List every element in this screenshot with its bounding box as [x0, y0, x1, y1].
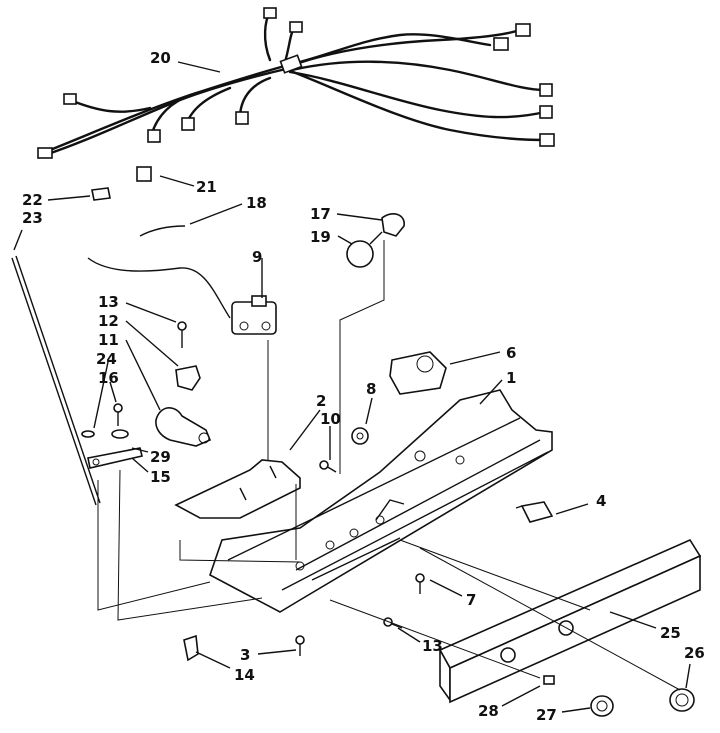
assembly-lines	[97, 240, 681, 691]
callout-6: 6	[506, 344, 516, 362]
callout-18: 18	[246, 194, 267, 212]
part-21-clip	[136, 166, 152, 182]
callout-29: 29	[150, 448, 171, 466]
callout-13-bottom: 13	[422, 637, 443, 655]
callout-11: 11	[98, 331, 119, 349]
part-25-console-panel	[438, 538, 702, 704]
callout-25: 25	[660, 624, 681, 642]
leader-lines	[13, 61, 691, 713]
part-27-knob	[590, 695, 614, 717]
callout-20: 20	[150, 49, 171, 67]
part-9-thermostat	[87, 257, 277, 335]
part-6-timer	[389, 351, 447, 395]
callout-12: 12	[98, 312, 119, 330]
callout-23: 23	[22, 209, 43, 227]
callout-15: 15	[150, 468, 171, 486]
wiring-harness	[37, 7, 555, 159]
callout-13-top: 13	[98, 293, 119, 311]
callout-labels: 20 21 22 23 18 17 19 9 13 12 11 24 16 29…	[22, 49, 705, 724]
callout-14: 14	[234, 666, 255, 684]
part-8-grommet	[351, 427, 369, 445]
callout-2: 2	[316, 392, 326, 410]
callout-27: 27	[536, 706, 557, 724]
callout-21: 21	[196, 178, 217, 196]
callout-4: 4	[596, 492, 606, 510]
callout-19: 19	[310, 228, 331, 246]
callout-1: 1	[506, 369, 516, 387]
callout-7: 7	[466, 591, 476, 609]
part-17-19-lamp	[346, 213, 405, 268]
callout-16: 16	[98, 369, 119, 387]
callout-8: 8	[366, 380, 376, 398]
callout-28: 28	[478, 702, 499, 720]
part-14-clip	[183, 634, 199, 662]
callout-26: 26	[684, 644, 705, 662]
part-7-screw	[415, 573, 425, 594]
part-11-12-13-assembly	[155, 321, 212, 447]
part-2-bracket	[174, 459, 301, 519]
part-3-screw	[295, 635, 305, 656]
callout-3: 3	[240, 646, 250, 664]
part-15-16-24-29-assembly	[81, 403, 143, 469]
part-28-insert	[543, 675, 555, 685]
callout-22: 22	[22, 191, 43, 209]
callout-9: 9	[252, 248, 262, 266]
callout-24: 24	[96, 350, 117, 368]
part-23-rod	[11, 255, 101, 506]
part-4-switch	[515, 501, 554, 523]
callout-17: 17	[310, 205, 331, 223]
part-18-tube	[139, 225, 186, 237]
callout-10: 10	[320, 410, 341, 428]
part-22-clip	[91, 187, 111, 201]
part-10-screw	[319, 460, 337, 473]
part-26-knob	[669, 688, 695, 712]
